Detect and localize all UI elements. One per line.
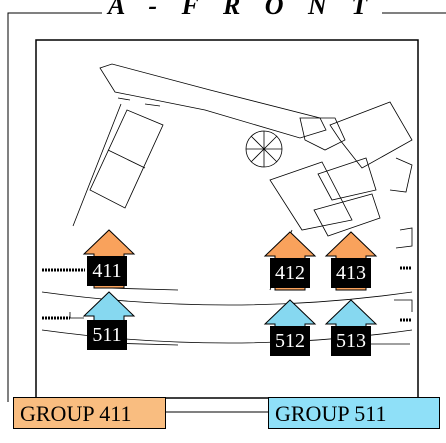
group-511-label: GROUP 511	[268, 397, 440, 429]
marker-411: 411	[87, 256, 127, 286]
marker-512: 512	[270, 326, 310, 356]
group-411-label: GROUP 411	[13, 397, 166, 429]
marker-513: 513	[331, 326, 371, 356]
page-title: A - F R O N T	[102, 0, 383, 24]
marker-412: 412	[270, 258, 310, 288]
left-frame-line	[7, 12, 102, 402]
plan-border	[35, 39, 419, 399]
marker-511: 511	[87, 320, 127, 350]
marker-413: 413	[331, 258, 371, 288]
